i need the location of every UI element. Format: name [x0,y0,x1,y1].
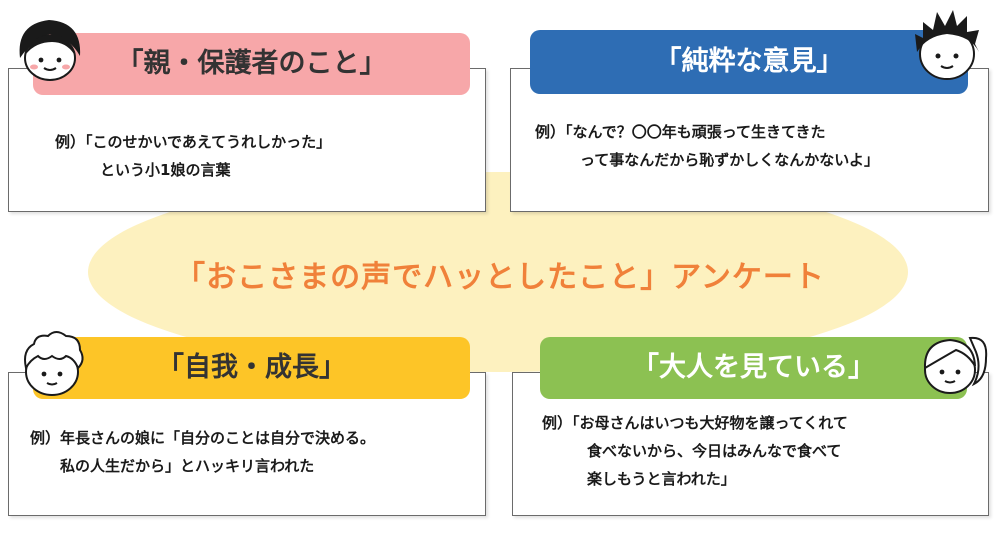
banner-parent-label: 「親・保護者のこと」 [116,48,387,79]
example-self: 例）年長さんの娘に「自分のことは自分で決める。 私の人生だから」とハッキリ言われ… [30,424,375,480]
example-self-line-2: 私の人生だから」とハッキリ言われた [30,457,315,475]
example-parent-line-2: という小1娘の言葉 [55,161,231,179]
example-adults-line-2: 食べないから、今日はみんなで食べて [542,442,842,460]
boy-curly-avatar-icon [24,331,84,396]
example-pure: 例）「なんで？〇〇年も頑張って生きてきた って事なんだから恥ずかしくなんかないよ… [535,118,879,174]
girl-bob-avatar-icon [19,20,81,81]
banner-pure: 「純粋な意見」 [530,30,968,94]
example-adults-line-1: 例）「お母さんはいつも大好物を譲ってくれて [542,414,848,432]
boy-spiky-avatar-icon [915,10,979,80]
banner-adults-label: 「大人を見ている」 [632,352,875,383]
example-pure-line-1: 例）「なんで？〇〇年も頑張って生きてきた [535,123,826,141]
survey-title: 「おこさまの声でハッとしたこと」アンケート [175,260,825,295]
example-adults: 例）「お母さんはいつも大好物を譲ってくれて 食べないから、今日はみんなで食べて … [542,409,848,493]
banner-pure-label: 「純粋な意見」 [654,46,844,77]
girl-ponytail-avatar-icon [923,336,988,394]
banner-self: 「自我・成長」 [33,337,470,399]
banner-parent: 「親・保護者のこと」 [33,33,470,95]
example-parent: 例）「このせかいであえてうれしかった」 という小1娘の言葉 [55,128,331,184]
banner-adults: 「大人を見ている」 [540,337,967,399]
banner-self-label: 「自我・成長」 [157,352,346,383]
example-self-line-1: 例）年長さんの娘に「自分のことは自分で決める。 [30,429,376,447]
example-adults-line-3: 楽しもうと言われた」 [542,470,736,488]
example-pure-line-2: って事なんだから恥ずかしくなんかないよ」 [535,151,879,169]
example-parent-line-1: 例）「このせかいであえてうれしかった」 [55,133,332,151]
